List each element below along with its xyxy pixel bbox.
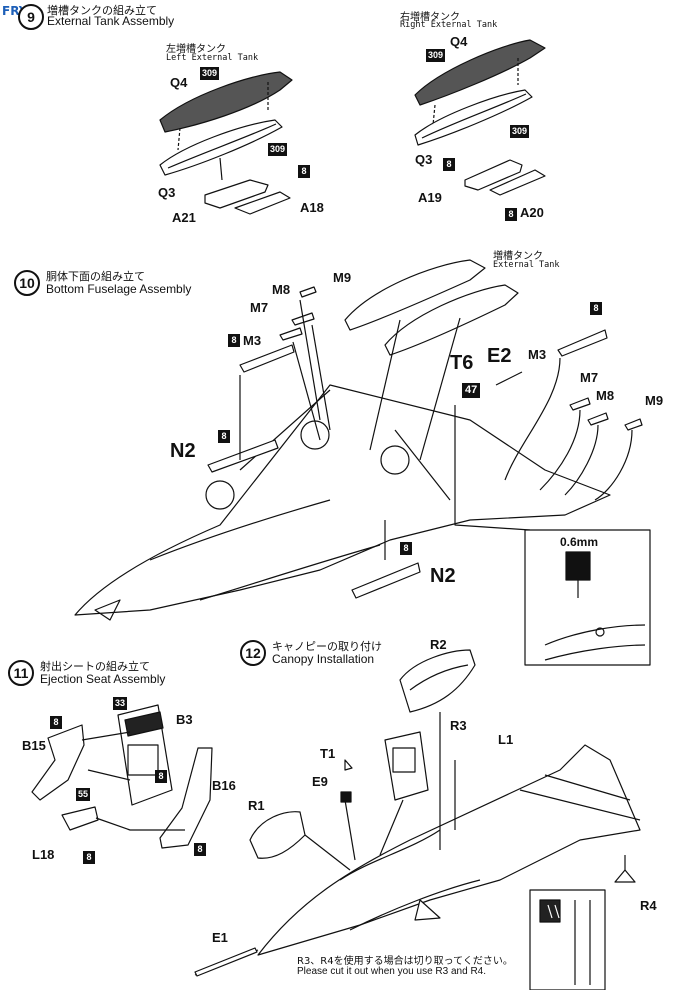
- step-11-title-en: Ejection Seat Assembly: [40, 672, 166, 686]
- left-q4-label: Q4: [170, 75, 188, 90]
- step11-color-8-b3: 8: [155, 770, 167, 783]
- step10-n2-lower-label: N2: [430, 565, 456, 587]
- step-10-title-jp: 胴体下面の組み立て: [46, 270, 145, 283]
- left-color-309-a: 309: [200, 67, 220, 80]
- step11-b16-label: B16: [212, 778, 236, 793]
- left-tank-lower-q3: [159, 119, 283, 176]
- left-a18-label: A18: [300, 200, 324, 215]
- right-color-8-a: 8: [443, 158, 455, 171]
- step10-m9-right-label: M9: [645, 393, 664, 408]
- step10-color-8-n2-lower: 8: [400, 542, 412, 555]
- drill-inset-label: 0.6mm: [560, 535, 599, 549]
- step11-color-8-b15: 8: [50, 716, 62, 729]
- step10-color-8-m3: 8: [228, 334, 240, 347]
- right-tank-label-jp: 右増槽タンク: [400, 12, 460, 23]
- step10-m3-left-label: M3: [243, 333, 262, 348]
- step11-color-8-b16: 8: [194, 843, 206, 856]
- step12-r3-label: R3: [450, 718, 467, 733]
- canopy-r2: [399, 649, 476, 713]
- ejection-seat-b3: [117, 704, 173, 806]
- drill-inset: [524, 529, 651, 666]
- step10-tank-1: [344, 259, 486, 331]
- step10-tank-2: [384, 284, 519, 356]
- ejection-seat-b15: [31, 724, 85, 801]
- left-tank-label-en: Left External Tank: [166, 53, 259, 63]
- n2-lower-part: [351, 562, 421, 599]
- step11-b3-label: B3: [176, 712, 193, 727]
- step11-b15-label: B15: [22, 738, 46, 753]
- left-q3-label: Q3: [158, 185, 176, 200]
- step-11-number: 11: [8, 660, 34, 686]
- right-color-8-b: 8: [505, 208, 517, 221]
- step10-color-8-n2-upper: 8: [218, 430, 230, 443]
- step11-l18-label: L18: [32, 847, 55, 862]
- m3-left-part: [239, 344, 295, 373]
- right-a19-label: A19: [418, 190, 442, 205]
- step10-n2-upper-label: N2: [170, 440, 196, 462]
- right-tank-lower-q3: [414, 89, 533, 146]
- step-12-number: 12: [240, 640, 266, 666]
- canopy-r1: [249, 811, 306, 859]
- m3-right-part: [557, 329, 608, 357]
- left-color-309-b: 309: [268, 143, 288, 156]
- left-tank-label-jp: 左増槽タンク: [166, 44, 226, 55]
- ejection-seat-l18: [61, 806, 99, 831]
- right-tank-label-en: Right External Tank: [400, 20, 498, 30]
- step12-r1-label: R1: [248, 798, 265, 813]
- step-10-title-en: Bottom Fuselage Assembly: [46, 282, 192, 296]
- right-color-309-a: 309: [426, 49, 446, 62]
- step10-m8-right-label: M8: [596, 388, 615, 403]
- step10-color-47: 47: [462, 383, 481, 398]
- step12-e9-label: E9: [312, 774, 328, 789]
- step10-e2-label: E2: [487, 345, 512, 367]
- step-9-title-jp: 増槽タンクの組み立て: [47, 4, 157, 17]
- step12-airframe: [257, 744, 641, 956]
- cockpit-seat: [384, 731, 429, 801]
- step-9-title-en: External Tank Assembly: [47, 14, 175, 28]
- step10-m9-label: M9: [333, 270, 352, 285]
- step12-note-en: Please cut it out when you use R3 and R4…: [297, 966, 487, 977]
- step-9-number: 9: [18, 4, 44, 30]
- step-12-title-jp: キャノピーの取り付け: [272, 640, 382, 653]
- left-tank-upper-q4: [159, 71, 293, 133]
- step12-e1-label: E1: [212, 930, 228, 945]
- step10-m8-label: M8: [272, 282, 291, 297]
- step10-color-8-m3-right: 8: [590, 302, 602, 315]
- right-q3-label: Q3: [415, 152, 433, 167]
- step12-r2-label: R2: [430, 637, 447, 652]
- step10-tank-label-en: External Tank: [493, 260, 560, 270]
- step10-t6-label: T6: [450, 352, 474, 374]
- right-a20-label: A20: [520, 205, 544, 220]
- cut-inset: [529, 889, 606, 990]
- step11-color-33: 33: [113, 697, 128, 710]
- step-12-title-en: Canopy Installation: [272, 652, 375, 666]
- ejection-seat-b16: [159, 747, 213, 849]
- step12-l1-label: L1: [498, 732, 514, 747]
- step-11-title-jp: 射出シートの組み立て: [40, 660, 150, 673]
- left-pylon: [204, 179, 291, 215]
- right-color-309-b: 309: [510, 125, 530, 138]
- step11-color-8-l18: 8: [83, 851, 95, 864]
- step-10-number: 10: [14, 270, 40, 296]
- step12-r4-label: R4: [640, 898, 657, 913]
- step10-tank-label-jp: 増槽タンク: [493, 251, 543, 262]
- right-tank-upper-q4: [414, 39, 546, 106]
- left-a21-label: A21: [172, 210, 196, 225]
- step12-note-jp: R3、R4を使用する場合は切り取ってください。: [297, 956, 513, 967]
- step10-m7-label: M7: [250, 300, 269, 315]
- step10-m3-right-label: M3: [528, 347, 547, 362]
- right-q4-label: Q4: [450, 34, 468, 49]
- step12-t1-label: T1: [320, 746, 336, 761]
- left-color-8: 8: [298, 165, 310, 178]
- step10-m7-right-label: M7: [580, 370, 599, 385]
- step11-color-55: 55: [76, 788, 91, 801]
- right-pylon: [464, 159, 546, 196]
- n2-upper-part: [207, 439, 279, 473]
